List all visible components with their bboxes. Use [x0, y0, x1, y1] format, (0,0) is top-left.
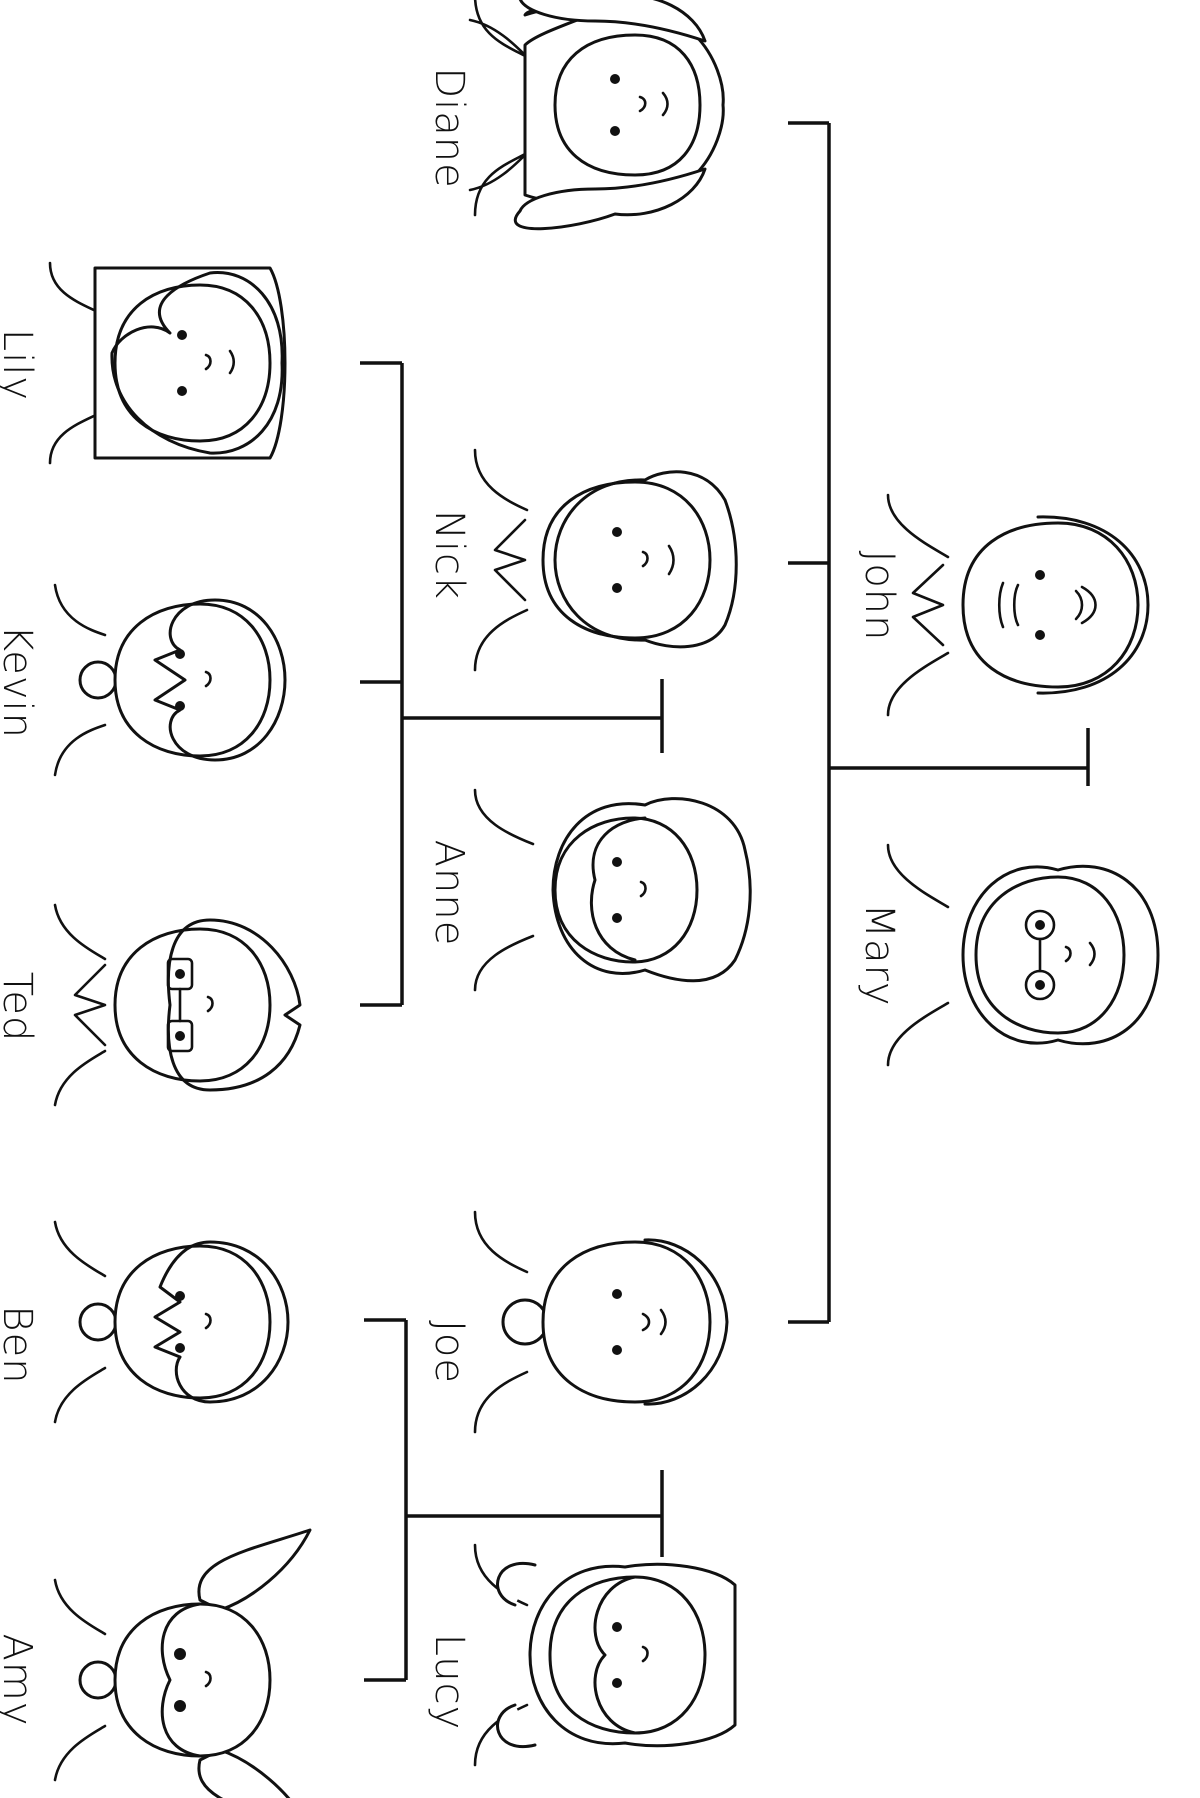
name-lily: Lily — [0, 329, 40, 401]
nick-anne-couple-line — [402, 679, 664, 753]
john-mary-couple-line — [829, 728, 1090, 786]
portrait-lucy-icon — [473, 1543, 737, 1767]
portrait-mary-icon — [886, 843, 1160, 1067]
joe-lucy-couple-line — [406, 1470, 664, 1557]
portrait-amy-icon — [53, 1528, 312, 1798]
portrait-ted-icon — [53, 903, 302, 1107]
name-joe: Joe — [426, 1320, 472, 1384]
name-anne: Anne — [426, 840, 472, 947]
portrait-joe-icon — [473, 1210, 729, 1434]
name-nick: Nick — [426, 510, 472, 600]
connector-lines — [360, 121, 1090, 1682]
portrait-ben-icon — [53, 1220, 290, 1424]
portrait-kevin-icon — [53, 583, 287, 777]
name-lucy: Lucy — [426, 1634, 472, 1731]
portrait-diane-icon — [468, 0, 725, 231]
name-ben: Ben — [0, 1305, 40, 1384]
portrait-lily-icon — [48, 261, 287, 465]
portrait-john-icon — [886, 493, 1150, 717]
name-amy: Amy — [0, 1634, 40, 1727]
name-kevin: Kevin — [0, 625, 40, 739]
name-diane: Diane — [426, 67, 472, 188]
portrait-anne-icon — [473, 788, 752, 992]
portrait-nick-icon — [473, 448, 738, 672]
name-ted: Ted — [0, 972, 40, 1043]
name-mary: Mary — [856, 903, 902, 1006]
name-john: John — [856, 551, 902, 642]
